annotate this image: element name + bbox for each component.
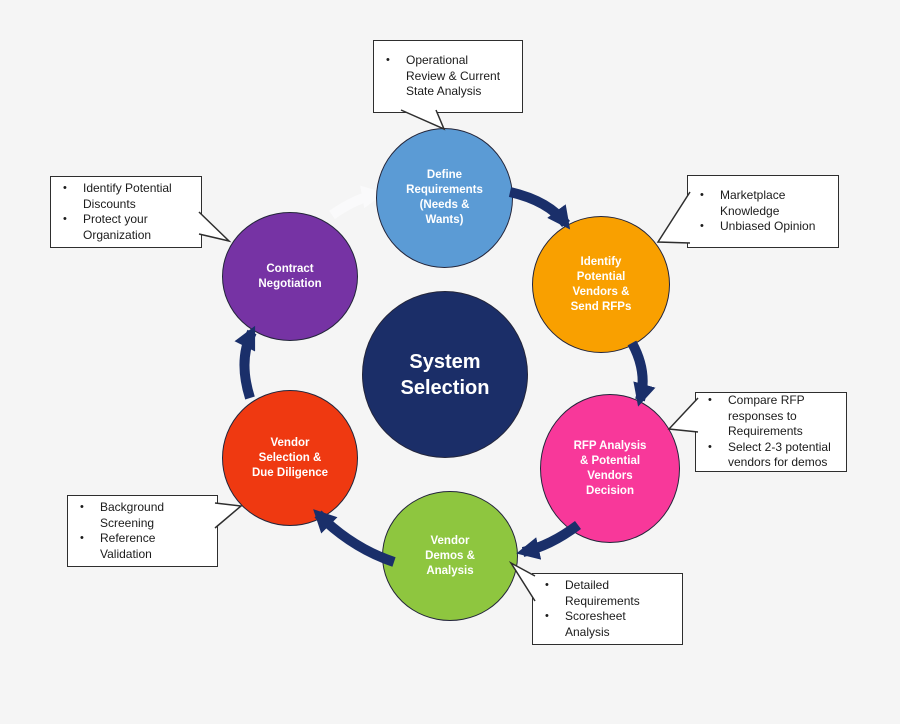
callout-tail-compare (667, 397, 699, 433)
stage-circle-rfp-analysis: RFP Analysis & Potential Vendors Decisio… (540, 394, 680, 543)
stage-circle-identify-potential-vendors: Identify Potential Vendors & Send RFPs (532, 216, 670, 353)
stage-label-define-requirements: Define Requirements (Needs & Wants) (406, 169, 483, 226)
callout-text: Marketplace Knowledge (720, 188, 786, 218)
stage-circle-vendor-selection: Vendor Selection & Due Diligence (222, 390, 358, 526)
stage-circle-vendor-demos: Vendor Demos & Analysis (382, 491, 518, 621)
bullet-icon: • (708, 394, 712, 407)
bullet-icon: • (700, 189, 704, 202)
stage-label-rfp-analysis: RFP Analysis & Potential Vendors Decisio… (573, 439, 647, 497)
diagram-title: System Selection (400, 350, 490, 399)
bullet-icon: • (700, 220, 704, 233)
callout-text: Compare RFP responses to Requirements (728, 393, 805, 439)
bullet-item: • Compare RFP responses to Requirements (696, 393, 846, 440)
bullet-icon: • (80, 532, 84, 544)
center-circle-system-selection: System Selection (362, 291, 528, 458)
bullet-item: • Reference Validation (68, 531, 217, 562)
stage-label-contract-negotiation: Contract Negotiation (258, 262, 322, 290)
callout-tail-marketplace (656, 191, 691, 244)
callout-text: Reference Validation (100, 531, 156, 561)
callout-compare-rfp: • Compare RFP responses to Requirements … (695, 392, 847, 472)
arrow-contract-to-define (329, 185, 385, 220)
bullet-icon: • (545, 610, 549, 622)
bullet-item: • Marketplace Knowledge (688, 188, 838, 219)
callout-marketplace-knowledge: • Marketplace Knowledge • Unbiased Opini… (687, 175, 839, 248)
callout-text: Unbiased Opinion (720, 219, 816, 234)
stage-circle-define-requirements: Define Requirements (Needs & Wants) (376, 128, 513, 268)
bullet-item: • Operational Review & Current State Ana… (374, 53, 522, 100)
bullet-icon: • (386, 54, 390, 67)
callout-operational-review: • Operational Review & Current State Ana… (373, 40, 523, 113)
bullet-item: • Detailed Requirements (533, 578, 682, 609)
callout-background-screening: • Background Screening • Reference Valid… (67, 495, 218, 567)
stage-label-vendor-selection: Vendor Selection & Due Diligence (251, 436, 329, 479)
bullet-icon: • (63, 182, 67, 194)
callout-text: Operational Review & Current State Analy… (406, 53, 501, 99)
bullet-item: • Background Screening (68, 500, 217, 531)
arrow-define-to-identify (508, 187, 571, 230)
bullet-icon: • (80, 501, 84, 513)
bullet-icon: • (545, 579, 549, 591)
bullet-item: • Scoresheet Analysis (533, 609, 682, 640)
callout-tail-background (214, 502, 243, 529)
callout-detailed-requirements: • Detailed Requirements • Scoresheet Ana… (532, 573, 683, 645)
stage-label-identify-potential-vendors: Identify Potential Vendors & Send RFPs (570, 255, 632, 313)
callout-text: Select 2-3 potential vendors for demos (728, 439, 831, 470)
bullet-icon: • (63, 213, 67, 225)
callout-tail-discounts (198, 211, 232, 243)
arrow-identify-to-rfp (627, 340, 656, 407)
callout-text: Scoresheet Analysis (565, 609, 626, 639)
bullet-item: • Select 2-3 potential vendors for demos (696, 440, 846, 471)
bullet-item: • Protect your Organization (51, 212, 201, 243)
bullet-icon: • (708, 440, 712, 453)
arrow-selection-to-contract (234, 325, 257, 400)
stage-circle-contract-negotiation: Contract Negotiation (222, 212, 358, 341)
callout-text: Protect your Organization (83, 212, 152, 242)
callout-text: Identify Potential Discounts (83, 181, 172, 211)
callout-text: Background Screening (100, 500, 165, 530)
bullet-item: • Unbiased Opinion (688, 219, 838, 235)
callout-text: Detailed Requirements (565, 578, 640, 608)
stage-label-vendor-demos: Vendor Demos & Analysis (425, 534, 475, 577)
callout-identify-discounts: • Identify Potential Discounts • Protect… (50, 176, 202, 248)
bullet-item: • Identify Potential Discounts (51, 181, 201, 212)
